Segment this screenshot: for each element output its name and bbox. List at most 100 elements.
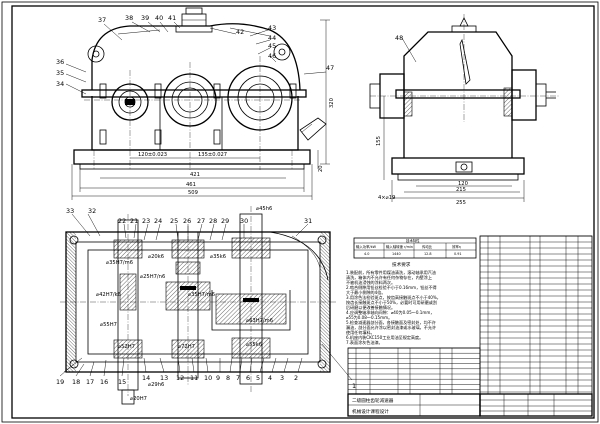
note-line-6: 3.用涂色法检验斑点，按齿高接触斑点不小于40%， [346, 294, 441, 300]
balloon-29: 29 [221, 217, 229, 225]
balloon-21: 21 [130, 217, 138, 225]
notes-title: 技术要求 [392, 261, 411, 268]
note-line-11: 5.检查减速器剖分面，各接触面及密封处，均不许 [346, 319, 436, 325]
spec-v1: 1440 [392, 252, 401, 256]
balloon-23: 23 [142, 217, 150, 225]
tv-label-8: ⌀63H7/m6 [246, 318, 273, 324]
balloon-31: 31 [304, 217, 312, 225]
balloon-3: 3 [280, 374, 284, 382]
note-line-10: ⌀55为0.08～0.15mm。 [346, 314, 392, 320]
note-line-4: 2.啮合侧隙用铅丝检验不小于0.16mm，铅丝不得 [346, 284, 437, 290]
balloon-19: 19 [56, 378, 64, 386]
balloon-36: 36 [56, 58, 64, 66]
balloon-16: 16 [100, 378, 108, 386]
side-dim-w3: 255 [456, 200, 466, 206]
spec-h2: 传动比 [422, 244, 433, 249]
side-dim-bolt: 4×⌀19 [378, 195, 395, 201]
dim-length-inner: 421 [190, 172, 200, 178]
balloon-6: 6 [246, 374, 250, 382]
balloon-11: 11 [190, 374, 198, 382]
balloon-25: 25 [170, 217, 178, 225]
balloon-28: 28 [209, 217, 217, 225]
title-block [347, 393, 593, 417]
dim-center-2: 135±0.027 [198, 152, 227, 158]
tv-label-6: ⌀35H7/m6 [188, 292, 215, 298]
note-line-14: 6.机座内装CKC150工业用油至规定高度。 [346, 334, 423, 340]
note-line-15: 7.表面涂灰色油漆。 [346, 339, 383, 345]
balloon-32: 32 [88, 207, 96, 215]
note-line-8: 后研磨以便改善接触情况。 [346, 304, 395, 310]
tv-label-1: ⌀45h6 [256, 206, 272, 212]
balloon-5: 5 [256, 374, 260, 382]
balloon-34: 34 [56, 80, 64, 88]
balloon-43: 43 [268, 24, 276, 32]
note-line-2: 清洗，箱体内不允许有任何杂物存在，内壁涂上 [346, 274, 432, 280]
note-line-7: 按齿长接触斑点不小于50%，必要时可用研磨或刮 [346, 299, 437, 305]
technical-notes: 技术要求 1.装配前，所有零件用煤油清洗，滚动轴承用汽油 清洗，箱体内不允许有任… [346, 261, 441, 345]
side-dim-w2: 215 [456, 187, 466, 193]
bom-frame [347, 347, 481, 395]
balloon-8: 8 [226, 374, 230, 382]
bottom-balloon-leaders [59, 357, 303, 377]
balloon-18: 18 [72, 378, 80, 386]
tv-label-14: ⌀20H7 [130, 396, 147, 402]
balloon-1: 1 [352, 382, 356, 390]
top-view [60, 206, 336, 405]
side-dim-height: 155 [376, 136, 382, 146]
tv-label-2: ⌀35H7/m6 [106, 260, 133, 266]
balloon-40: 40 [155, 14, 163, 22]
bom-frame [479, 235, 593, 395]
parts-list [347, 235, 593, 395]
balloon-30: 30 [240, 217, 248, 225]
title-block-title: 二级圆柱齿轮减速器 [352, 397, 394, 404]
dim-center-1: 120±0.023 [138, 152, 167, 158]
spec-h3: 效率η [452, 244, 461, 249]
balloon-22: 22 [118, 217, 126, 225]
balloon-9: 9 [216, 374, 220, 382]
tv-label-4: ⌀25H7/n6 [140, 274, 165, 280]
balloon-13: 13 [160, 374, 168, 382]
spec-h1: 输入轴转速 r/min [386, 244, 413, 249]
front-view [71, 7, 330, 200]
tv-label-10: ⌀52H7 [118, 344, 135, 350]
balloon-33: 33 [66, 207, 74, 215]
title-block-course: 机械设计课程设计 [352, 408, 389, 415]
balloon-15: 15 [118, 378, 126, 386]
balloon-46: 46 [268, 52, 276, 60]
balloon-7: 7 [236, 374, 240, 382]
balloon-48: 48 [395, 34, 403, 42]
balloon-39: 39 [141, 14, 149, 22]
balloon-12: 12 [176, 374, 184, 382]
dim-base-height: 20 [318, 165, 324, 172]
balloon-4: 4 [268, 374, 272, 382]
tv-label-11: ⌀72H7 [178, 344, 195, 350]
balloon-37: 37 [98, 16, 106, 24]
note-line-9: 4.应调整轴承轴向间隙：⌀40为0.05～0.1mm， [346, 309, 434, 315]
spec-title: 技术特性 [406, 238, 420, 243]
top-balloon-leaders [63, 213, 353, 381]
balloon-17: 17 [86, 378, 94, 386]
spec-v3: 0.91 [454, 252, 462, 256]
dim-length-base: 461 [186, 182, 196, 188]
balloon-44: 44 [268, 34, 276, 42]
note-line-13: 使用任何填料。 [346, 329, 375, 335]
dim-height: 320 [329, 98, 335, 108]
balloon-27: 27 [197, 217, 205, 225]
spec-v2: 12.8 [424, 252, 432, 256]
inner-border [11, 5, 595, 419]
tv-label-12: ⌀55k6 [246, 342, 262, 348]
note-line-5: 大于最小侧隙的4倍。 [346, 289, 385, 295]
balloon-35: 35 [56, 69, 64, 77]
note-line-3: 不被机油浸蚀的涂料两次。 [346, 279, 395, 285]
balloon-41: 41 [168, 14, 176, 22]
balloon-2: 2 [294, 374, 298, 382]
tv-label-7: ⌀42H7/k6 [96, 292, 121, 298]
balloon-24: 24 [154, 217, 162, 225]
dim-length-total: 509 [188, 190, 198, 196]
spec-v0: 4.0 [364, 252, 369, 256]
balloon-26: 26 [183, 217, 191, 225]
balloon-45: 45 [268, 42, 276, 50]
spec-table [353, 237, 477, 259]
note-line-1: 1.装配前，所有零件用煤油清洗，滚动轴承用汽油 [346, 269, 436, 275]
